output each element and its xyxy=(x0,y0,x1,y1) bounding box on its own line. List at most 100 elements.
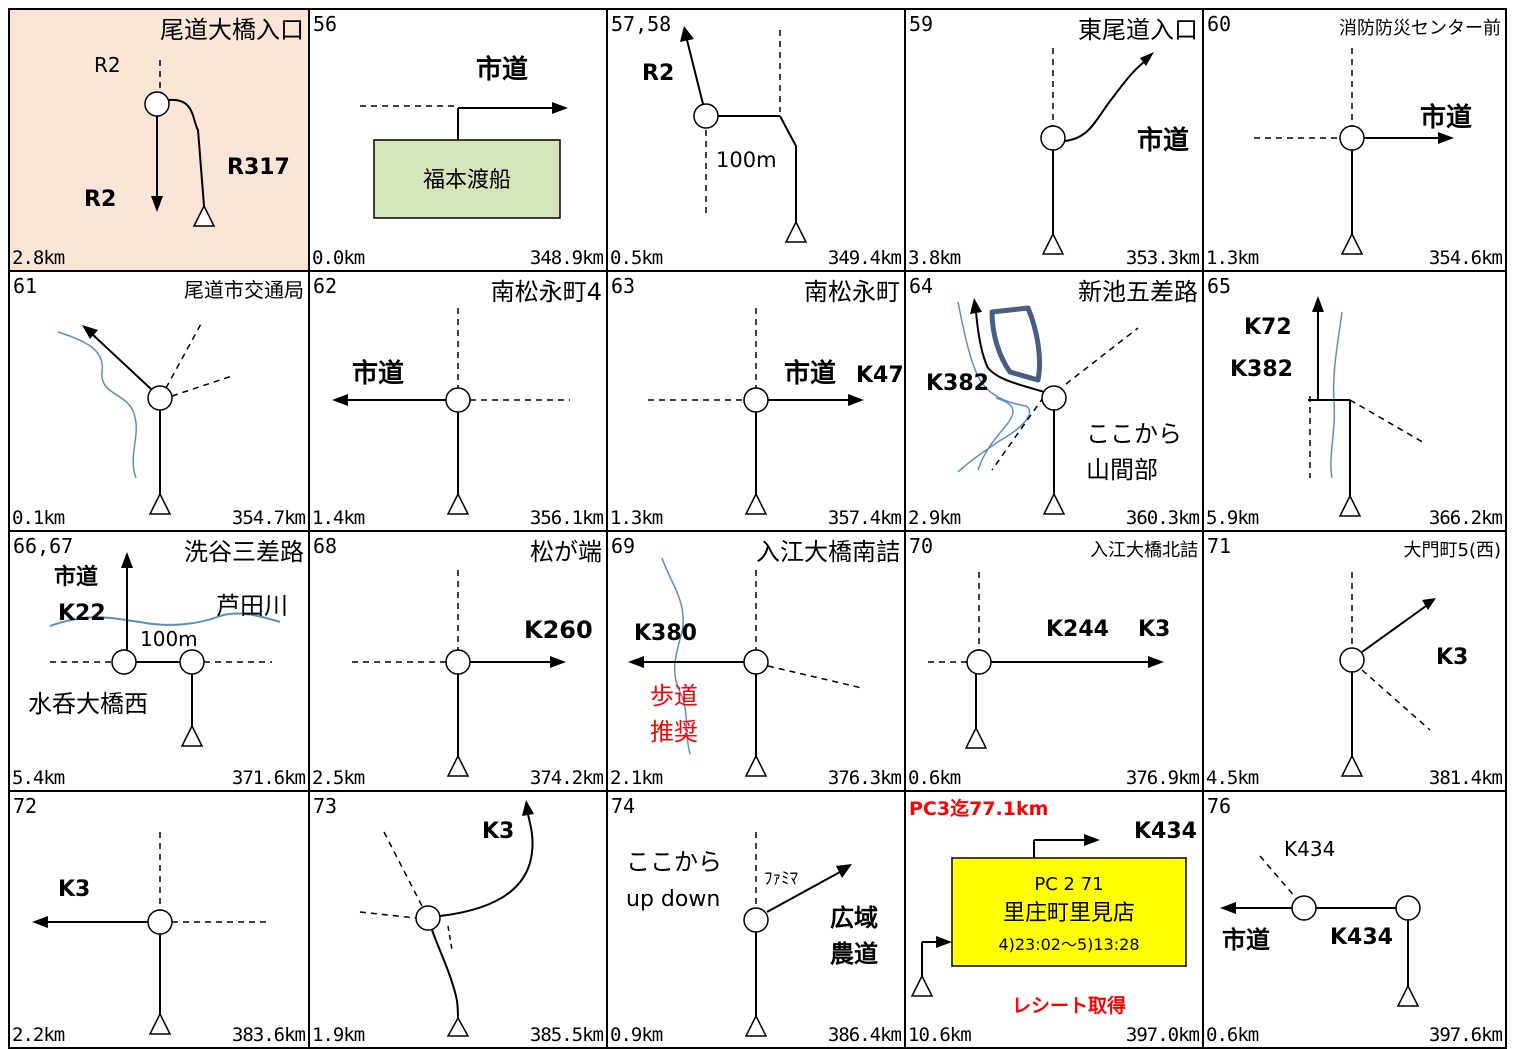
leg-distance: 0.9km xyxy=(610,1024,663,1046)
road-label: K382 xyxy=(1230,357,1293,382)
road-label: R2 xyxy=(642,61,674,86)
road-label: 市道 xyxy=(784,358,836,389)
cue-number: 64 xyxy=(909,274,934,298)
cue-number: 71 xyxy=(1207,534,1232,558)
note-label: up down xyxy=(626,887,720,912)
leg-distance: 0.5km xyxy=(610,247,663,269)
cue-number: 59 xyxy=(909,12,934,36)
road-label: K3 xyxy=(1138,617,1170,642)
intersection-name: 南松永町4 xyxy=(490,278,602,306)
distance-note: 100m xyxy=(140,627,198,651)
route-diagram: K3 xyxy=(1339,572,1468,777)
road-label: 広域 xyxy=(830,904,878,932)
route-diagram: K3 xyxy=(32,832,266,1035)
cue-number: 60 xyxy=(1207,12,1232,36)
leg-distance: 0.6km xyxy=(1206,1024,1259,1046)
total-distance: 385.5km xyxy=(529,1024,604,1046)
leg-distance: 1.3km xyxy=(610,507,663,529)
leg-distance: 10.6km xyxy=(908,1024,972,1046)
cue-cell-71: 71 大門町5(西) K3 4.5km 381.4km xyxy=(1202,530,1507,792)
note-label: 山間部 xyxy=(1086,456,1158,484)
road-label: 市道 xyxy=(1420,102,1472,133)
road-label: K244 xyxy=(1046,617,1109,642)
road-label: K3 xyxy=(1436,645,1468,670)
cue-cell-76: 76 K434 市道 K434 0.6km 397.6km xyxy=(1202,790,1507,1049)
cue-number: 62 xyxy=(313,274,338,298)
pc-label: PC 2 71 xyxy=(1034,874,1103,895)
pc-shop-name: 里庄町里見店 xyxy=(1003,901,1135,926)
route-diagram: R2 100m xyxy=(642,26,808,243)
road-label: K3 xyxy=(482,819,514,844)
road-label: 市道 xyxy=(1137,125,1189,156)
leg-distance: 4.5km xyxy=(1206,767,1259,789)
cue-cell-73: 73 K3 1.9km 385.5km xyxy=(308,790,608,1049)
road-label: K72 xyxy=(1244,315,1292,340)
cue-cell-62: 62 南松永町4 市道 1.4km 356.1km xyxy=(308,270,608,532)
route-diagram: K72 K382 xyxy=(1230,296,1427,517)
cue-cell-pc3: PC3迄77.1km K434 PC 2 71 里庄町里見店 4)23:02〜5… xyxy=(904,790,1204,1049)
route-diagram: K382 ここから 山間部 xyxy=(926,298,1182,515)
road-label: 農道 xyxy=(830,940,878,968)
leg-distance: 2.9km xyxy=(908,507,961,529)
total-distance: 356.1km xyxy=(529,507,604,529)
cue-cell-57-58: 57,58 R2 100m 0.5km 349.4km xyxy=(606,8,906,272)
total-distance: 383.6km xyxy=(231,1024,306,1046)
intersection-name: 尾道大橋入口 xyxy=(160,16,304,44)
route-diagram: 市道 K47 xyxy=(648,308,904,515)
cue-number: 65 xyxy=(1207,274,1232,298)
route-diagram: 市道 福本渡船 xyxy=(360,54,568,219)
intersection-name: 新池五差路 xyxy=(1078,278,1198,306)
total-distance: 357.4km xyxy=(827,507,902,529)
total-distance: 376.9km xyxy=(1125,767,1200,789)
route-diagram: K434 PC 2 71 里庄町里見店 4)23:02〜5)13:28 レシート… xyxy=(910,819,1197,1017)
cue-cell-60: 60 消防防災センター前 市道 1.3km 354.6km xyxy=(1202,8,1507,272)
cue-cell-74: 74 ここから up down ﾌｧﾐﾏ 広域 農道 0.9km 386.4km xyxy=(606,790,906,1049)
road-label: K434 xyxy=(1134,819,1197,844)
intersection-name: 松が端 xyxy=(530,538,602,566)
total-distance: 349.4km xyxy=(827,247,902,269)
cue-number: 68 xyxy=(313,534,338,558)
total-distance: 386.4km xyxy=(827,1024,902,1046)
road-label: 市道 xyxy=(476,54,528,85)
landmark-label: 福本渡船 xyxy=(423,168,511,193)
route-diagram: K244 K3 xyxy=(928,572,1170,749)
note-label: ここから xyxy=(1086,420,1182,448)
route-diagram: K380 歩道 推奨 xyxy=(628,557,863,777)
cue-number: 66,67 xyxy=(13,534,74,558)
cue-number: 57,58 xyxy=(611,12,672,36)
landmark-label: ﾌｧﾐﾏ xyxy=(764,869,798,889)
total-distance: 360.3km xyxy=(1125,507,1200,529)
cue-number: 56 xyxy=(313,12,338,36)
cue-number: 61 xyxy=(13,274,38,298)
cue-cell-64: 64 新池五差路 K382 ここから 山間部 2.9km 360.3km xyxy=(904,270,1204,532)
cue-cell-59: 59 東尾道入口 市道 3.8km 353.3km xyxy=(904,8,1204,272)
cue-number: 74 xyxy=(611,794,636,818)
leg-distance: 1.4km xyxy=(312,507,365,529)
total-distance: 348.9km xyxy=(529,247,604,269)
intersection-name: 入江大橋北詰 xyxy=(1090,540,1198,561)
leg-distance: 5.9km xyxy=(1206,507,1259,529)
cue-cell-63: 63 南松永町 市道 K47 1.3km 357.4km xyxy=(606,270,906,532)
pc-distance-header: PC3迄77.1km xyxy=(909,798,1049,820)
cue-number: 72 xyxy=(13,794,38,818)
total-distance: 366.2km xyxy=(1428,507,1503,529)
intersection-name: 大門町5(西) xyxy=(1403,540,1502,561)
leg-distance: 3.8km xyxy=(908,247,961,269)
intersection-name: 南松永町 xyxy=(804,278,900,306)
leg-distance: 2.1km xyxy=(610,767,663,789)
route-diagram xyxy=(57,321,233,515)
road-label: R317 xyxy=(227,155,290,180)
road-label: K260 xyxy=(524,616,593,644)
road-label: K382 xyxy=(926,371,989,396)
leg-distance: 0.0km xyxy=(312,247,365,269)
receipt-note: レシート取得 xyxy=(1012,994,1126,1017)
total-distance: 381.4km xyxy=(1428,767,1503,789)
road-label: 市道 xyxy=(352,358,404,389)
total-distance: 354.6km xyxy=(1428,247,1503,269)
route-diagram: 市道 xyxy=(1254,48,1472,255)
cue-cell-70: 70 入江大橋北詰 K244 K3 0.6km 376.9km xyxy=(904,530,1204,792)
route-diagram: K260 xyxy=(352,570,593,777)
cue-number: 73 xyxy=(313,794,338,818)
route-diagram: K434 市道 K434 xyxy=(1220,837,1421,1007)
route-diagram: 市道 xyxy=(1040,48,1189,255)
